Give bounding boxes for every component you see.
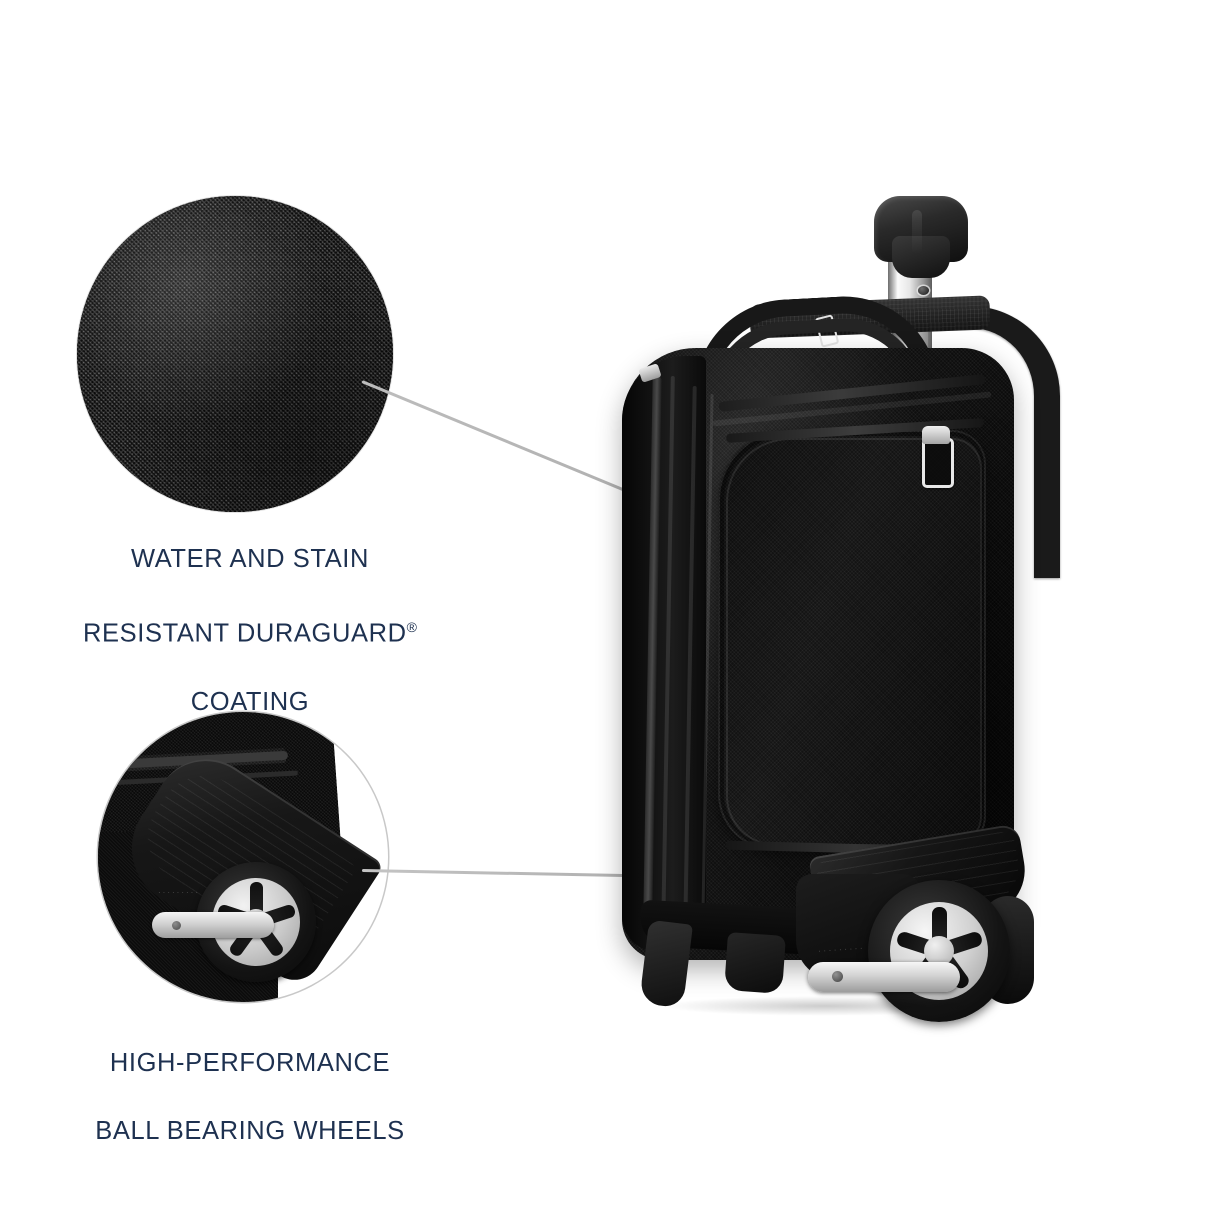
caption-duraguard-line1: WATER AND STAIN	[130, 545, 370, 573]
wheel-axle-bar	[808, 962, 960, 992]
handle-release-button-upper	[918, 286, 929, 295]
caption-wheels-line1: HIGH-PERFORMANCE	[109, 1049, 391, 1077]
bottom-glide-foot-rear	[724, 932, 786, 994]
registered-trademark-icon: ®	[406, 619, 417, 635]
bag-side-gusset	[622, 356, 706, 952]
inset-axle-screw	[172, 921, 181, 930]
wheel-axle-screw	[832, 971, 843, 982]
caption-duraguard-line2: RESISTANT DURAGUARD	[83, 619, 407, 648]
metal-zipper-pull	[922, 438, 954, 488]
fabric-swatch-inset	[77, 196, 393, 512]
bottom-glide-foot-front	[639, 919, 693, 1009]
ground-shadow	[660, 996, 990, 1016]
fabric-weave-texture	[77, 196, 393, 512]
inset-brand-stamp: ·········	[158, 888, 200, 897]
fabric-sheen-overlay	[77, 196, 393, 512]
caption-duraguard: WATER AND STAIN RESISTANT DURAGUARD® COA…	[28, 508, 472, 719]
caption-wheels-line2: BALL BEARING WHEELS	[95, 1117, 405, 1145]
metal-zipper-pull-head	[922, 426, 950, 444]
caption-wheels: HIGH-PERFORMANCE BALL BEARING WHEELS	[28, 1012, 472, 1148]
handle-grip-highlight	[912, 210, 922, 254]
wheel-hubcap	[924, 936, 954, 966]
wheel-closeup-inset: ·········	[98, 712, 388, 1002]
inset-axle-bar	[152, 912, 274, 938]
wheel-closeup-photo: ·········	[98, 712, 388, 1002]
inline-skate-wheel	[868, 880, 1010, 1022]
handle-grip-stem	[892, 236, 950, 278]
caption-duraguard-line3: COATING	[190, 687, 310, 716]
product-photo-luggage: ·········	[600, 180, 1070, 1030]
front-pocket-rim	[726, 438, 982, 846]
